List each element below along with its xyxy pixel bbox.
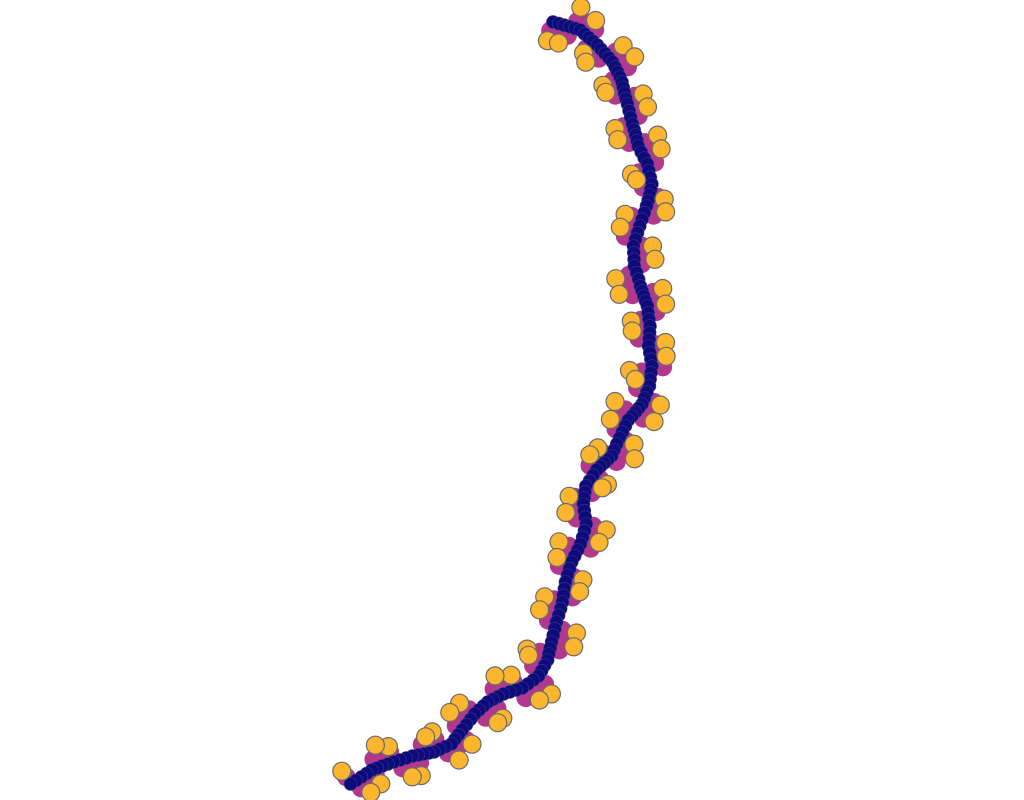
outer-bead bbox=[449, 750, 469, 770]
outer-bead bbox=[609, 284, 629, 304]
outer-bead bbox=[655, 202, 676, 222]
outer-bead bbox=[624, 449, 645, 469]
outer-bead bbox=[548, 33, 569, 53]
outer-bead bbox=[501, 665, 521, 685]
outer-bead bbox=[580, 445, 600, 465]
outer-bead-layer bbox=[332, 0, 676, 800]
outer-bead bbox=[655, 294, 676, 314]
outer-bead bbox=[622, 321, 642, 341]
outer-bead bbox=[547, 547, 567, 568]
outer-bead bbox=[626, 170, 647, 190]
outer-bead bbox=[564, 637, 584, 657]
outer-bead bbox=[613, 36, 633, 56]
outer-bead bbox=[624, 47, 645, 67]
outer-bead bbox=[529, 690, 550, 710]
outer-bead bbox=[592, 478, 612, 498]
outer-bead bbox=[610, 217, 630, 237]
outer-bead bbox=[576, 52, 596, 72]
outer-bead bbox=[361, 782, 381, 800]
outer-bead bbox=[462, 734, 482, 754]
outer-bead bbox=[650, 395, 670, 415]
outer-bead bbox=[637, 97, 658, 117]
outer-bead bbox=[571, 0, 591, 17]
outer-bead bbox=[402, 767, 422, 787]
outer-bead bbox=[416, 727, 436, 747]
outer-bead bbox=[625, 369, 646, 390]
outer-bead bbox=[332, 761, 352, 781]
outer-bead bbox=[606, 269, 626, 289]
outer-bead bbox=[488, 713, 508, 733]
outer-bead bbox=[608, 130, 628, 150]
outer-bead bbox=[559, 486, 579, 506]
outer-bead bbox=[605, 391, 625, 412]
outer-bead bbox=[651, 139, 671, 159]
outer-bead bbox=[440, 702, 460, 723]
outer-bead bbox=[556, 502, 576, 523]
outer-bead bbox=[589, 532, 609, 553]
outer-bead bbox=[518, 645, 539, 665]
outer-bead bbox=[365, 735, 385, 755]
core-bead-layer bbox=[343, 15, 659, 791]
outer-bead bbox=[529, 600, 550, 620]
outer-bead bbox=[656, 346, 676, 366]
outer-bead bbox=[549, 532, 569, 552]
outer-bead bbox=[596, 82, 616, 102]
outer-bead bbox=[653, 278, 673, 299]
outer-bead bbox=[600, 409, 621, 429]
outer-bead bbox=[569, 582, 590, 602]
outer-bead bbox=[485, 666, 505, 686]
outer-bead bbox=[585, 10, 606, 31]
outer-bead bbox=[645, 249, 665, 269]
core-bead bbox=[343, 777, 358, 791]
outer-bead bbox=[644, 412, 664, 432]
